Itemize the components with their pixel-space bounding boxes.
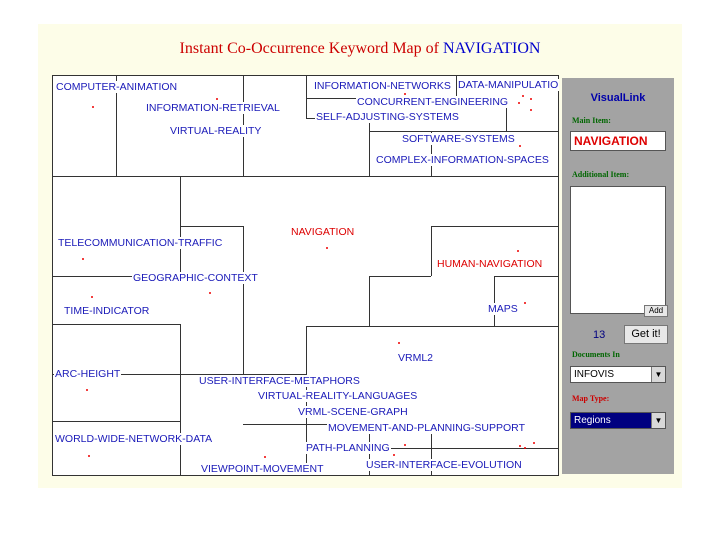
region-border [53,374,306,375]
region-border [243,226,244,374]
region-border [306,326,558,327]
map-type-value: Regions [574,415,611,426]
region-label[interactable]: PATH-PLANNING [305,442,391,454]
region-dot [216,98,218,100]
region-label[interactable]: VIRTUAL-REALITY [169,125,263,137]
region-border [53,276,180,277]
region-border [506,98,507,131]
region-dot [522,95,524,97]
title-keyword: NAVIGATION [442,40,541,57]
region-border [306,76,307,118]
region-dot [519,445,521,447]
region-label[interactable]: MOVEMENT-AND-PLANNING-SUPPORT [327,422,526,434]
chevron-down-icon[interactable]: ▼ [651,413,665,428]
region-border [369,131,558,132]
region-dot [519,145,521,147]
region-label[interactable]: MAPS [487,303,519,315]
region-border [53,324,180,325]
region-label[interactable]: INFORMATION-NETWORKS [313,80,452,92]
chevron-down-icon[interactable]: ▼ [651,367,665,382]
region-dot [326,247,328,249]
region-border [180,226,243,227]
region-border [116,76,117,176]
region-label[interactable]: WORLD-WIDE-NETWORK-DATA [54,433,214,445]
main-item-field[interactable]: NAVIGATION [570,131,666,151]
title-prefix: Instant Co-Occurrence Keyword Map of [179,40,443,57]
region-label[interactable]: DATA-MANIPULATIO [457,79,560,91]
region-border [369,276,370,326]
region-border [53,421,180,422]
page-title: Instant Co-Occurrence Keyword Map of NAV… [38,40,682,58]
region-border [369,118,370,176]
region-label[interactable]: TELECOMMUNICATION-TRAFFIC [57,237,224,249]
region-dot [404,444,406,446]
documents-select[interactable]: INFOVIS ▼ [570,366,666,383]
region-border [53,176,558,177]
region-border [494,276,558,277]
region-label[interactable]: USER-INTERFACE-METAPHORS [198,375,361,387]
region-dot [404,93,406,95]
region-dot [518,102,520,104]
region-border [180,324,181,374]
main-item-label: Main Item: [572,116,611,125]
region-dot [517,250,519,252]
region-dot [92,106,94,108]
region-label-selected[interactable]: NAVIGATION [290,226,356,238]
documents-label: Documents In [572,350,620,359]
region-dot [530,109,532,111]
region-label[interactable]: USER-INTERFACE-EVOLUTION [365,459,523,471]
region-dot [88,455,90,457]
region-label[interactable]: ARC-HEIGHT [54,368,122,380]
region-label[interactable]: SOFTWARE-SYSTEMS [401,133,516,145]
region-label[interactable]: VIRTUAL-REALITY-LANGUAGES [257,390,419,402]
region-label[interactable]: VRML-SCENE-GRAPH [297,406,409,418]
region-dot [533,442,535,444]
region-border [369,448,558,449]
control-panel: VisualLink Main Item: NAVIGATION Additio… [562,78,674,474]
region-border [431,226,432,276]
region-dot [86,389,88,391]
region-dot [530,98,532,100]
region-label[interactable]: HUMAN-NAVIGATION [436,258,544,270]
map-type-label: Map Type: [572,394,610,403]
region-dot [393,454,395,456]
region-border [180,374,181,475]
map-type-select[interactable]: Regions ▼ [570,412,666,429]
region-label[interactable]: INFORMATION-RETRIEVAL [145,102,281,114]
region-dot [524,447,526,449]
region-border [369,276,431,277]
region-dot [398,342,400,344]
region-label[interactable]: SELF-ADJUSTING-SYSTEMS [315,111,460,123]
result-count: 13 [593,329,606,341]
documents-value: INFOVIS [574,369,615,380]
region-dot [209,292,211,294]
region-label[interactable]: VIEWPOINT-MOVEMENT [200,463,325,475]
keyword-map[interactable]: COMPUTER-ANIMATION INFORMATION-RETRIEVAL… [52,75,560,476]
region-border [494,276,495,326]
additional-item-field[interactable] [570,186,666,314]
get-it-button[interactable]: Get it! [624,325,668,344]
add-button[interactable]: Add [644,305,668,317]
region-dot [264,456,266,458]
region-label[interactable]: COMPLEX-INFORMATION-SPACES [375,154,550,166]
region-label[interactable]: GEOGRAPHIC-CONTEXT [132,272,259,284]
region-dot [82,258,84,260]
region-border [431,226,558,227]
region-dot [524,302,526,304]
region-border [243,424,369,425]
region-border [456,76,457,98]
region-label[interactable]: TIME-INDICATOR [63,305,151,317]
region-border [431,424,432,475]
region-border [431,131,432,176]
region-dot [91,296,93,298]
region-label[interactable]: COMPUTER-ANIMATION [55,81,179,93]
panel-title: VisualLink [590,92,646,104]
region-label[interactable]: VRML2 [397,352,435,364]
region-label[interactable]: CONCURRENT-ENGINEERING [356,96,510,108]
additional-item-label: Additional Item: [572,170,630,179]
